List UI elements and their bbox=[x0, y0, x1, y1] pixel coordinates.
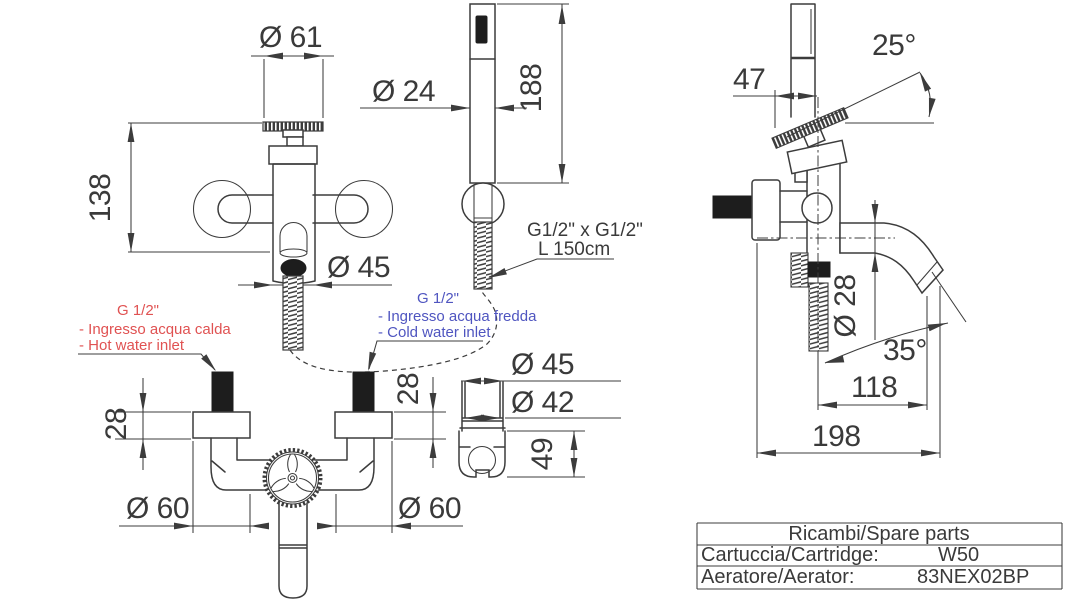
dim-bracket-outer: Ø 45 bbox=[511, 348, 574, 381]
dim-handle-diameter: Ø 61 bbox=[259, 21, 322, 54]
front-view: Ø 61 138 Ø 45 bbox=[84, 21, 394, 351]
dim-spout-diameter: Ø 28 bbox=[829, 274, 862, 337]
dim-depth-right: 28 bbox=[392, 373, 425, 405]
side-bonnet bbox=[786, 139, 848, 175]
hose-routing-dashed bbox=[289, 289, 498, 373]
cold-inlet-connector bbox=[352, 371, 375, 413]
cold-water-inlet-label: G 1/2" - Ingresso acqua fredda - Cold wa… bbox=[364, 290, 537, 372]
spout bbox=[839, 222, 944, 295]
hot-label-it: - Ingresso acqua calda bbox=[79, 321, 231, 338]
left-wall-flange bbox=[192, 179, 252, 239]
spray-slot bbox=[475, 15, 488, 44]
dim-shower-diameter: Ø 24 bbox=[372, 75, 435, 108]
shower-hose bbox=[473, 221, 493, 290]
dim-spout-angle: 35° bbox=[883, 334, 927, 367]
side-view: 47 25° Ø 28 35° 118 198 bbox=[712, 3, 967, 458]
dim-height: 138 bbox=[84, 174, 117, 223]
cold-label-en: - Cold water inlet bbox=[378, 324, 491, 341]
aerator-value: 83NEX02BP bbox=[917, 566, 1029, 588]
dim-reach: 118 bbox=[851, 371, 897, 404]
outlet-opening bbox=[280, 259, 307, 277]
dim-flange-left: Ø 60 bbox=[126, 492, 189, 525]
dim-depth-left: 28 bbox=[100, 408, 133, 440]
table-header: Ricambi/Spare parts bbox=[788, 523, 969, 545]
cold-thread-label: G 1/2" bbox=[417, 290, 459, 307]
cartridge-value: W50 bbox=[938, 544, 979, 566]
dim-shower-length: 188 bbox=[515, 64, 548, 113]
dim-body-diameter: Ø 45 bbox=[327, 251, 390, 284]
dim-bracket-height: 49 bbox=[526, 438, 559, 470]
aerator-label: Aeratore/Aerator: bbox=[701, 566, 854, 588]
wheel-handle bbox=[262, 448, 323, 508]
wall-connector bbox=[712, 195, 753, 219]
dim-flange-right: Ø 60 bbox=[398, 492, 461, 525]
hot-label-en: - Hot water inlet bbox=[79, 337, 185, 354]
hot-inlet-connector bbox=[211, 371, 234, 413]
right-wall-flange bbox=[334, 179, 394, 239]
hot-thread-label: G 1/2" bbox=[117, 302, 159, 319]
hot-water-inlet-label: G 1/2" - Ingresso acqua calda - Hot wate… bbox=[78, 302, 231, 374]
holder-ball bbox=[461, 182, 505, 226]
hose-spec-label: G1/2" x G1/2" bbox=[527, 220, 643, 241]
dim-handle-angle: 25° bbox=[872, 29, 916, 62]
bottom-view: 28 28 Ø 60 Ø 60 bbox=[100, 371, 463, 599]
shower-bracket-detail: Ø 45 Ø 42 49 bbox=[458, 348, 621, 478]
side-wall-flange bbox=[751, 179, 781, 241]
dim-bracket-inner: Ø 42 bbox=[511, 386, 574, 419]
bracket-hole bbox=[467, 445, 497, 475]
side-handle-knurl bbox=[771, 106, 849, 150]
hand-shower: Ø 24 188 G1/2" x G1/2" L 150cm bbox=[289, 3, 643, 373]
hose-length-label: L 150cm bbox=[538, 239, 610, 260]
cold-label-it: - Ingresso acqua fredda bbox=[378, 308, 537, 325]
outlet-hose bbox=[282, 275, 304, 351]
spare-parts-table: Ricambi/Spare parts Cartuccia/Cartridge:… bbox=[696, 522, 1063, 590]
cartridge-label: Cartuccia/Cartridge: bbox=[701, 544, 879, 566]
dim-offset: 47 bbox=[733, 63, 765, 96]
dim-total-depth: 198 bbox=[812, 420, 861, 453]
